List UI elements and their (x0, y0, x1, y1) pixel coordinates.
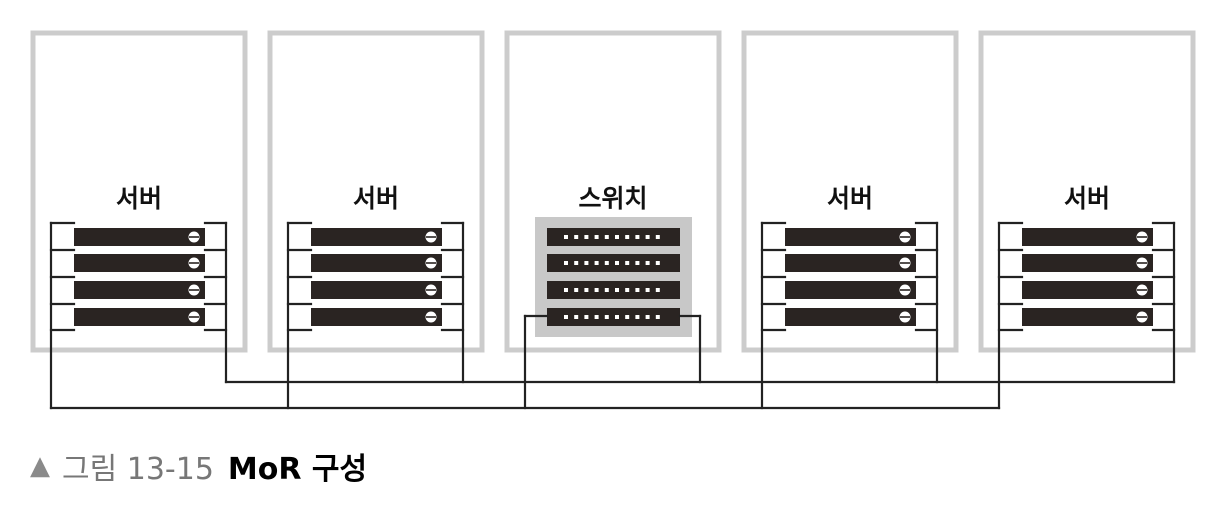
switch-port-dot (584, 288, 589, 292)
server-unit (785, 228, 916, 246)
server-label: 서버 (116, 184, 162, 213)
server-unit (74, 308, 205, 326)
switch-port-dot (574, 261, 579, 265)
figure-number: 그림 13-15 (62, 452, 214, 487)
switch-port-dot (594, 235, 599, 239)
switch-label: 스위치 (578, 184, 647, 213)
switch-port-dot (584, 235, 589, 239)
switch-port-dot (655, 288, 660, 292)
switch-port-dot (615, 261, 619, 265)
switch-port-dot (625, 315, 630, 319)
server-unit (74, 254, 205, 272)
switch-port-dot (625, 288, 630, 292)
server-unit (1022, 228, 1153, 246)
server-unit (785, 308, 916, 326)
switch-port-dot (625, 261, 630, 265)
switch-port-dot (564, 315, 568, 319)
switch-port-dot (594, 261, 599, 265)
rack-frame (504, 30, 722, 353)
rack-frame (741, 30, 959, 353)
server-unit (74, 228, 205, 246)
switch-unit (547, 308, 680, 326)
figure-title: MoR 구성 (227, 452, 368, 487)
switch-unit (547, 228, 680, 246)
switch-port-dot (655, 235, 660, 239)
switch-port-dot (635, 315, 640, 319)
rack-frame (30, 30, 248, 353)
server-unit (785, 254, 916, 272)
switch-port-dot (645, 315, 650, 319)
switch-port-dot (594, 315, 599, 319)
server-unit (785, 281, 916, 299)
switch-port-dot (564, 235, 568, 239)
switch-unit (547, 254, 680, 272)
mor-diagram: 서버 서버 스위치 서버 서버 (30, 30, 1196, 410)
switch-port-dot (594, 288, 599, 292)
switch-port-dot (615, 288, 619, 292)
triangle-marker-icon: ▲ (30, 451, 50, 481)
switch-port-dot (635, 261, 640, 265)
switch-port-dot (625, 235, 630, 239)
server-label: 서버 (1064, 184, 1110, 213)
switch-port-dot (564, 261, 568, 265)
switch-port-dot (564, 288, 568, 292)
server-unit (311, 228, 442, 246)
rack-frame (978, 30, 1196, 353)
rack-frame (267, 30, 485, 353)
switch-port-dot (604, 288, 609, 292)
switch-port-dot (604, 261, 609, 265)
server-unit (1022, 281, 1153, 299)
server-label: 서버 (827, 184, 873, 213)
switch-port-dot (604, 315, 609, 319)
switch-port-dot (655, 261, 660, 265)
switch-port-dot (645, 288, 650, 292)
switch-port-dot (645, 261, 650, 265)
switch-port-dot (604, 235, 609, 239)
server-unit (311, 308, 442, 326)
server-unit (1022, 308, 1153, 326)
switch-port-dot (584, 261, 589, 265)
switch-port-dot (635, 235, 640, 239)
figure-caption: ▲ 그림 13-15 MoR 구성 (30, 446, 368, 487)
switch-port-dot (645, 235, 650, 239)
switch-port-dot (615, 235, 619, 239)
switch-port-dot (635, 288, 640, 292)
switch-port-dot (584, 315, 589, 319)
server-unit (1022, 254, 1153, 272)
switch-port-dot (574, 315, 579, 319)
server-unit (311, 281, 442, 299)
switch-port-dot (615, 315, 619, 319)
switch-unit (547, 281, 680, 299)
server-unit (311, 254, 442, 272)
server-unit (74, 281, 205, 299)
switch-port-dot (574, 288, 579, 292)
switch-port-dot (655, 315, 660, 319)
switch-port-dot (574, 235, 579, 239)
server-label: 서버 (353, 184, 399, 213)
